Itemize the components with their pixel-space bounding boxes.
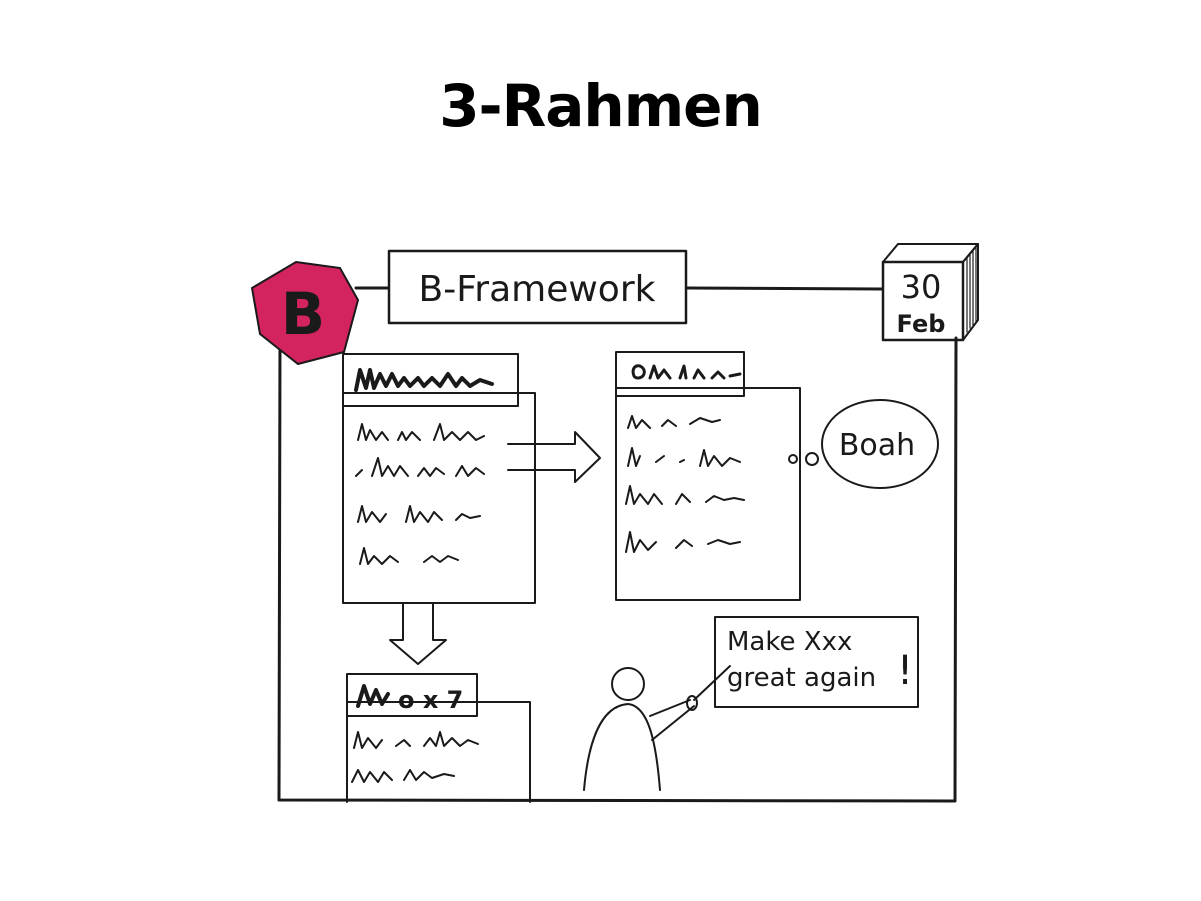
header-label: B-Framework [419,269,656,310]
outer-frame [277,286,958,803]
sign-line-1: Make Xxx [727,627,852,657]
right-window [615,351,801,601]
arrow-right [507,431,601,483]
calendar-month: Feb [897,310,946,338]
svg-text:o x 7: o x 7 [398,686,463,714]
sign-board: Make Xxx great again ! [714,616,919,708]
bottom-window: o x 7 [346,673,531,803]
speech-bubble-text: Boah [839,428,915,463]
presenter-figure [583,665,731,791]
page-title: 3-Rahmen [439,72,763,140]
sign-line-2: great again [727,663,876,693]
logo-letter: B [281,280,325,348]
arrow-down [389,603,447,665]
logo-badge: B [250,260,360,366]
left-window [342,353,536,604]
sign-exclamation: ! [897,648,913,694]
thought-bubble: Boah [788,399,939,489]
calendar-block: 30 Feb [881,243,979,342]
header-label-box: B-Framework [387,249,688,325]
calendar-day: 30 [901,268,942,306]
